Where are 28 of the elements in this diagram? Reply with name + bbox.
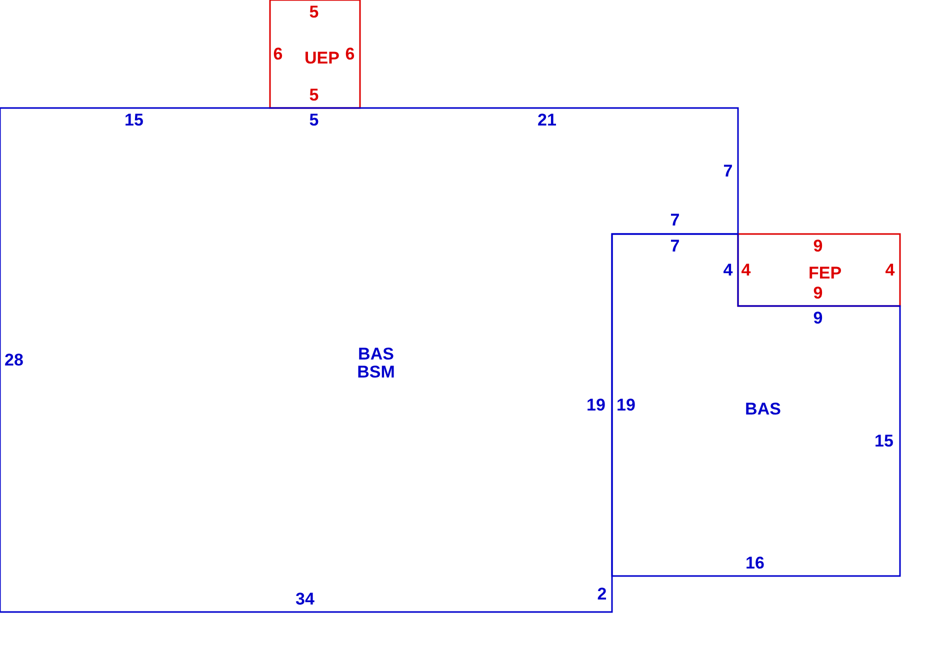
dimension-label: 5	[309, 4, 319, 20]
dimension-label: 2	[597, 586, 607, 602]
dimension-label: 15	[124, 112, 144, 128]
dimension-label: 4	[723, 262, 733, 278]
dimension-label: 9	[813, 238, 823, 254]
room-label: FEP	[808, 264, 842, 282]
dimension-label: 5	[309, 86, 319, 104]
dimension-label: 7	[670, 238, 680, 254]
dimension-label: 4	[741, 262, 751, 278]
dimension-label: 21	[538, 112, 556, 128]
dimension-label: 15	[874, 432, 894, 450]
dimension-label: 6	[345, 46, 355, 62]
room-label: BSM	[357, 364, 395, 380]
dimension-label: 5	[309, 112, 319, 128]
dimension-label: 7	[723, 162, 733, 180]
room-label: UEP	[304, 50, 340, 66]
dimension-label: 6	[273, 46, 283, 62]
dimension-label: 4	[885, 262, 895, 278]
dimension-label: 19	[616, 396, 636, 414]
dimension-label: 28	[4, 352, 24, 368]
dimension-label: 16	[746, 554, 764, 572]
room-label: BAS	[358, 346, 394, 362]
dimension-label: 19	[586, 396, 606, 414]
room-label: BAS	[745, 400, 781, 418]
dimension-label: 7	[670, 212, 680, 228]
dimension-label: 34	[296, 590, 314, 608]
dimension-label: 9	[813, 310, 823, 326]
dimension-label: 9	[813, 284, 823, 302]
